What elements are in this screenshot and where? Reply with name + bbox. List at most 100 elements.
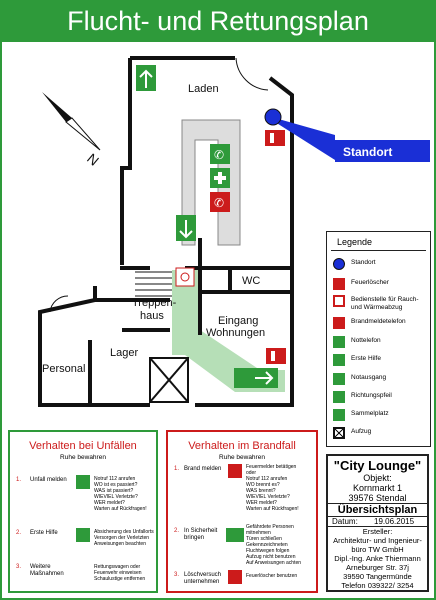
room-label-wc: WC	[242, 275, 260, 287]
creator-line-6: Telefon 039322/ 3254	[341, 581, 414, 590]
emergency-exit-icon	[136, 65, 156, 91]
fire-row-num: 2.	[174, 528, 180, 534]
assembly-point-icon	[175, 267, 195, 287]
first-aid-icon	[76, 528, 90, 542]
address-line-2: 39576 Stendal	[328, 493, 427, 504]
standort-pointer	[275, 118, 335, 160]
legend-label: Brandmeldetelefon	[351, 318, 406, 325]
direction-arrow-icon	[333, 391, 345, 403]
first-aid-icon	[210, 168, 230, 188]
room-label-eingang-2: Wohnungen	[206, 327, 265, 339]
info-box: "City Lounge" Objekt: Kornmarkt 1 39576 …	[326, 454, 429, 592]
first-aid-icon	[333, 354, 345, 366]
elevator-icon	[333, 427, 345, 439]
fire-row-label: Löschversuch unternehmen	[184, 572, 222, 585]
svg-text:✆: ✆	[214, 196, 224, 210]
door-arc	[49, 295, 69, 313]
fire-alarm-phone-icon	[228, 464, 242, 478]
fire-row-num: 1.	[174, 466, 180, 472]
fire-subtitle: Ruhe bewahren	[219, 454, 265, 461]
accident-title: Verhalten bei Unfällen	[29, 440, 137, 452]
room-label-treppenhaus-2: haus	[140, 310, 164, 322]
emergency-exit-icon	[333, 373, 345, 385]
accident-row-label: Weitere Maßnahmen	[30, 564, 64, 577]
legend-label: Nottelefon	[351, 337, 381, 344]
legend-label: Erste Hilfe	[351, 355, 381, 362]
escape-route	[172, 270, 285, 392]
emergency-exit-icon	[226, 528, 244, 542]
legend-label: Notausgang	[351, 374, 387, 381]
creator-line-5: 39590 Tangermünde	[343, 572, 412, 581]
room-label-laden: Laden	[188, 83, 219, 95]
accident-row-label: Erste Hilfe	[30, 530, 58, 536]
page-title: Flucht- und Rettungsplan	[67, 6, 369, 36]
room-label-lager: Lager	[110, 347, 138, 359]
fire-extinguisher-icon	[266, 348, 286, 364]
object-name: "City Lounge"	[333, 458, 422, 473]
svg-text:✆: ✆	[214, 148, 224, 162]
fire-extinguisher-icon	[333, 278, 345, 290]
accident-row-text: Rettungswagen oder Feuerwehr einweisen S…	[94, 564, 146, 582]
fire-panel: Verhalten im Brandfall Ruhe bewahren 1. …	[166, 430, 318, 593]
fire-extinguisher-icon	[265, 130, 285, 146]
fire-extinguisher-icon	[228, 570, 242, 584]
smoke-vent-control-icon	[333, 295, 345, 307]
date-label: Datum:	[332, 517, 358, 526]
fire-alarm-phone-icon	[333, 317, 345, 329]
accident-row-text: Absicherung des Unfallorts Versorgen der…	[94, 529, 154, 547]
emergency-phone-icon: ✆	[210, 144, 230, 164]
room-label-treppenhaus-1: Treppen-	[132, 297, 177, 309]
fire-row-text: Feuermelder betätigen oder Notruf 112 an…	[246, 464, 299, 512]
fire-row-text: Gefährdete Personen mitnehmen Türen schl…	[246, 524, 302, 566]
legend-label: Bedienstelle für Rauch- und Wärmeabzug	[351, 296, 419, 311]
creator-line-2: büro TW GmbH	[351, 545, 404, 554]
accident-row-num: 1.	[16, 477, 22, 483]
date-row: Datum: 19.06.2015	[328, 517, 427, 527]
creator-line-4: Arneburger Str. 37j	[346, 563, 409, 572]
room-label-eingang-1: Eingang	[218, 315, 258, 327]
north-arrow-icon: N	[42, 92, 102, 169]
fire-row-label: Brand melden	[184, 466, 222, 472]
plan-type: Übersichtsplan	[328, 504, 427, 517]
room-label-personal: Personal	[42, 363, 85, 375]
standort-dot-icon	[333, 258, 345, 270]
standort-dot-icon	[264, 108, 282, 126]
fire-row-num: 3.	[174, 572, 180, 578]
accident-panel: Verhalten bei Unfällen Ruhe bewahren 1. …	[8, 430, 158, 593]
elevator-icon	[149, 357, 189, 403]
accident-row-label: Unfall melden	[30, 477, 67, 483]
creator-line-3: Dipl.-Ing. Anke Thiermann	[334, 554, 421, 563]
accident-subtitle: Ruhe bewahren	[60, 454, 106, 461]
emergency-phone-icon	[76, 475, 90, 489]
door-arc	[235, 57, 269, 91]
emergency-phone-icon	[333, 336, 345, 348]
accident-row-text: Notruf 112 anrufen WO ist es passiert? W…	[94, 476, 147, 512]
emergency-exit-icon	[176, 215, 196, 241]
legend-label: Standort	[351, 259, 376, 266]
legend-label: Feuerlöscher	[351, 279, 389, 286]
assembly-point-icon	[333, 409, 345, 421]
legend-label: Sammelplatz	[351, 410, 389, 417]
legend-label: Aufzug	[351, 428, 372, 435]
legend: Legende Standort Feuerlöscher Bedienstel…	[326, 231, 431, 447]
fire-row-label: In Sicherheit bringen	[184, 528, 218, 541]
stairs	[135, 271, 172, 297]
emergency-exit-icon	[234, 368, 278, 388]
svg-text:N: N	[84, 150, 102, 169]
accident-row-num: 2.	[16, 530, 22, 536]
date-value: 19.06.2015	[374, 517, 415, 526]
creator-label: Ersteller:	[362, 527, 393, 536]
object-label: Objekt:	[363, 473, 392, 483]
creator-line-1: Architektur- und Ingenieur-	[333, 536, 422, 545]
fire-title: Verhalten im Brandfall	[188, 440, 296, 452]
standort-label: Standort	[343, 145, 392, 159]
legend-label: Richtungspfeil	[351, 392, 392, 399]
title-bar: Flucht- und Rettungsplan	[2, 2, 434, 42]
fire-row-text: Feuerlöscher benutzen	[246, 573, 298, 579]
floor-plan: N ✆ ✆ Laden WC Treppen- haus Eingang Woh…	[38, 56, 430, 407]
address-line-1: Kornmarkt 1	[352, 483, 403, 493]
accident-row-num: 3.	[16, 564, 22, 570]
fire-alarm-phone-icon: ✆	[210, 192, 230, 212]
walls	[38, 56, 294, 407]
